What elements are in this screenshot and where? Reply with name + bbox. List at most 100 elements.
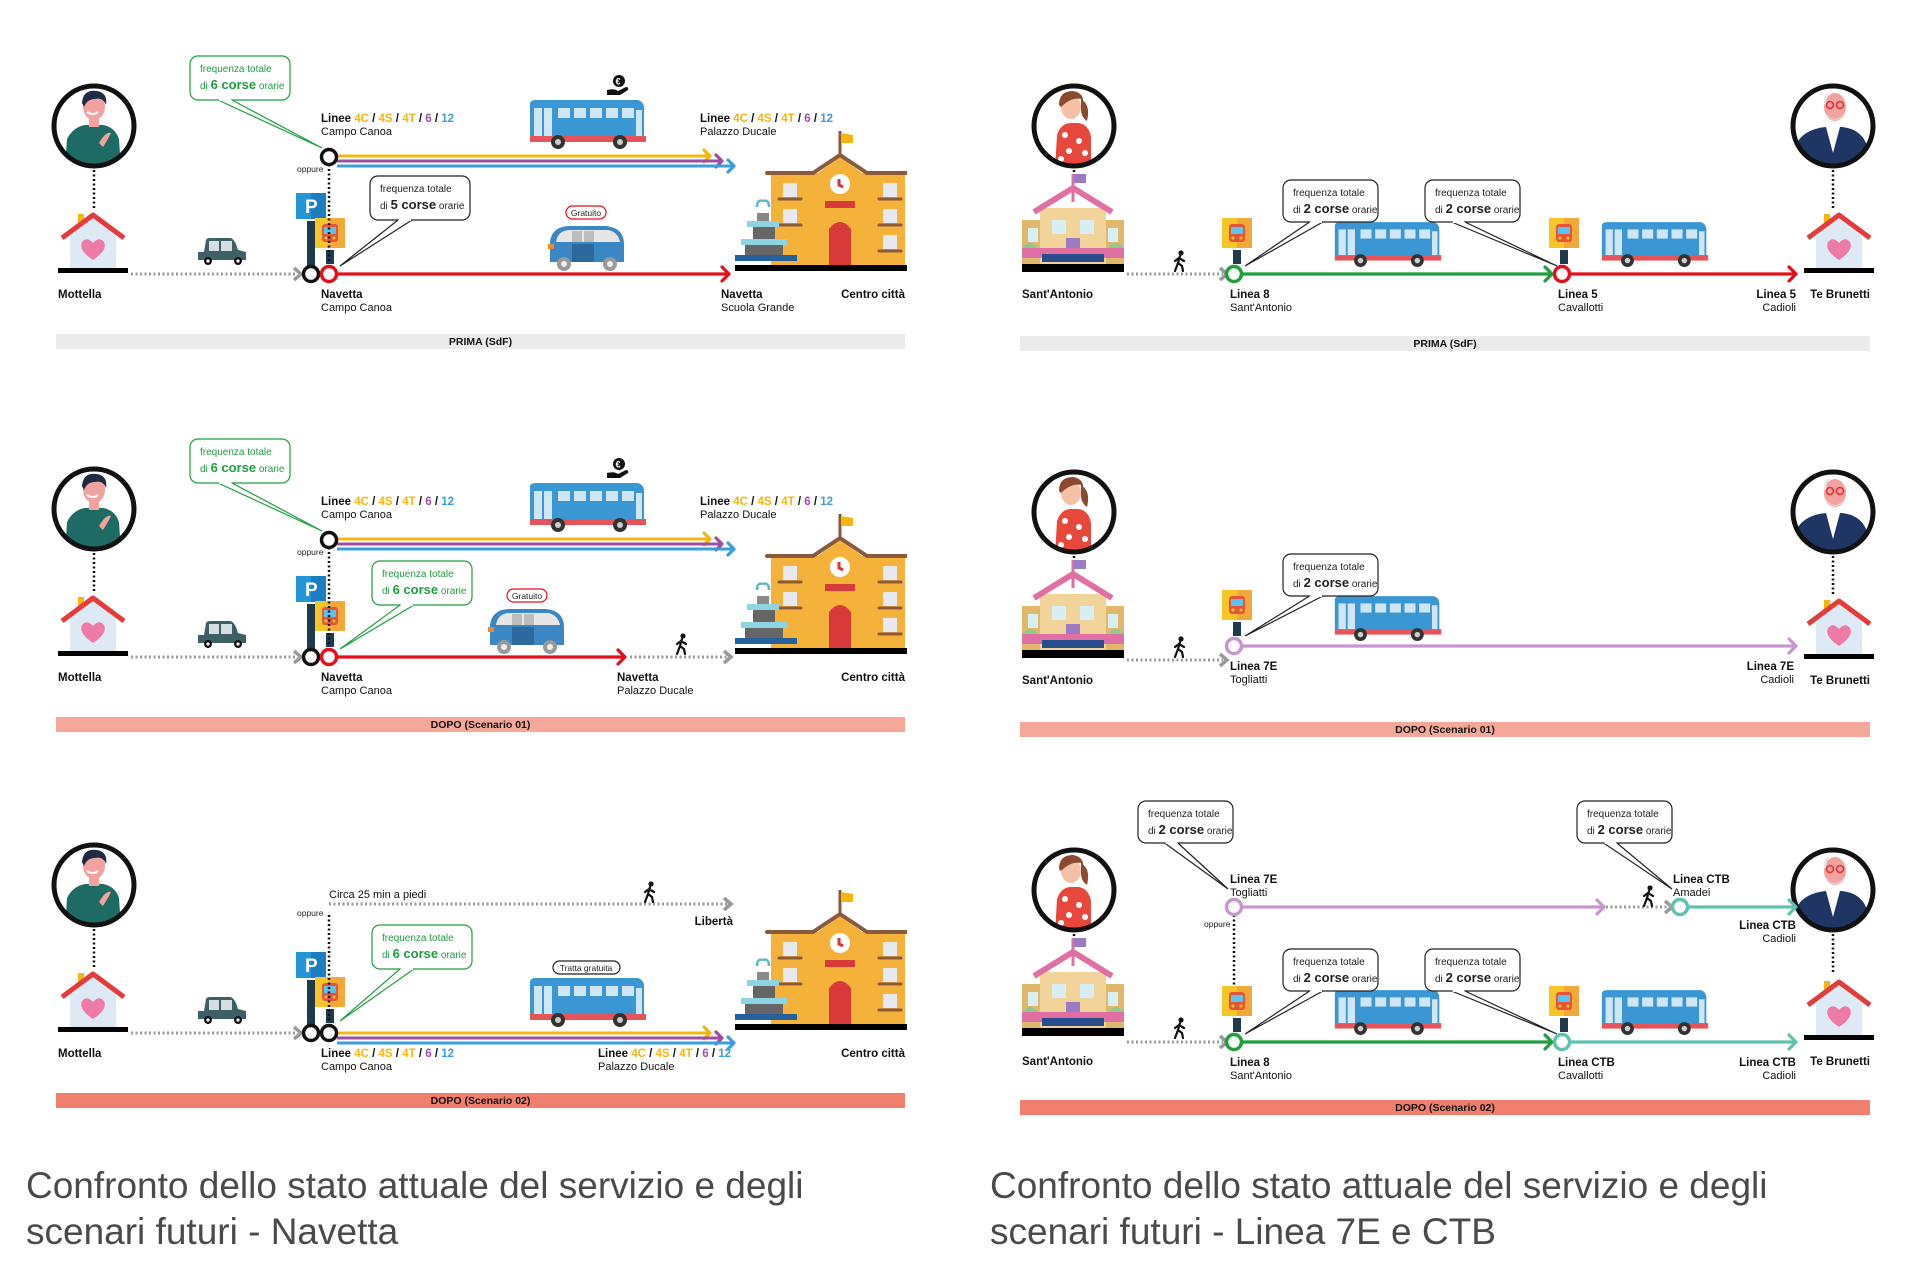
line-separator: / xyxy=(811,496,821,508)
car-path-arrow-head xyxy=(292,649,304,665)
caption-linea-line1: Confronto dello stato attuale del serviz… xyxy=(990,1165,1768,1206)
home-icon xyxy=(1804,981,1874,1041)
scenario-band: DOPO (Scenario 01) xyxy=(56,717,905,732)
frequency-bubble-lower-2-value: 2 corse xyxy=(1446,970,1492,985)
pedestrian-icon-transfer xyxy=(1642,885,1655,907)
frequency-bubble-navetta-line1: frequenza totale xyxy=(382,569,454,580)
frequency-bubble-lower-1-line1: frequenza totale xyxy=(1293,957,1365,968)
pedestrian-icon xyxy=(675,633,688,655)
scenario-band-label: DOPO (Scenario 02) xyxy=(431,1095,531,1107)
frequency-bubble-upper-1-di: di xyxy=(1148,826,1159,837)
frequency-bubble-1-line1: frequenza totale xyxy=(1293,188,1365,199)
car-path-arrow xyxy=(131,1025,304,1041)
frequency-bubble-lines-di: di xyxy=(200,464,211,475)
linea8-start-label-stop: Sant'Antonio xyxy=(1230,1070,1292,1082)
parking-stop-circle xyxy=(301,1023,321,1043)
walk-destination-label: Libertà xyxy=(695,916,734,928)
frequency-bubble-lower-1-suffix: orarie xyxy=(1349,974,1378,985)
home-icon xyxy=(58,214,128,274)
line-code-4c: 4C xyxy=(354,1048,369,1060)
line-code-4c: 4C xyxy=(631,1048,646,1060)
frequency-bubble-2-line2: di 2 corse orarie xyxy=(1435,201,1520,216)
frequency-bubble-1-line2: di 2 corse orarie xyxy=(1293,201,1378,216)
frequency-bubble-lower-2-tail xyxy=(1451,990,1558,1035)
free-badge-border xyxy=(506,588,548,603)
lines-start-label-prefix: Linee xyxy=(321,496,354,508)
line-code-6: 6 xyxy=(702,1048,708,1060)
line-separator: / xyxy=(416,496,426,508)
linea7e-start-stop xyxy=(1224,897,1244,917)
walk-to-stop-arrow xyxy=(1127,652,1230,668)
origin-label: Mottella xyxy=(58,289,102,301)
bus-stop-icon xyxy=(1222,986,1252,1032)
origin-label: Mottella xyxy=(58,672,102,684)
navetta-start-label-stop: Campo Canoa xyxy=(321,685,393,697)
pedestrian-icon xyxy=(1173,250,1186,272)
line-separator: / xyxy=(748,113,758,125)
caption-navetta: Confronto dello stato attuale del serviz… xyxy=(26,1163,926,1255)
navetta-start-label-line: Navetta xyxy=(321,672,363,684)
city-bus-icon xyxy=(530,100,646,149)
frequency-bubble-lines-tail xyxy=(339,968,415,1022)
walk-to-center-arrow-head xyxy=(722,649,734,665)
ctb-upper-end-label-line: Linea CTB xyxy=(1739,920,1796,932)
lines-start-label-stop: Campo Canoa xyxy=(321,509,393,521)
linea7e-route-arrow xyxy=(1242,637,1798,655)
frequency-bubble-1: frequenza totale di 2 corse orarie xyxy=(1244,179,1379,267)
navetta-start-stop xyxy=(319,647,339,667)
line-separator: / xyxy=(369,496,379,508)
line-separator: / xyxy=(709,1048,719,1060)
linea8-start-label-line: Linea 8 xyxy=(1230,289,1270,301)
navetta-route-arrow xyxy=(337,265,731,283)
frequency-bubble-lines-box xyxy=(189,55,291,101)
campo-canoa-lines-stop xyxy=(319,147,339,167)
frequency-bubble-2-value: 2 corse xyxy=(1446,201,1492,216)
city-center-building-icon xyxy=(735,888,907,1030)
frequency-bubble-lower-2-box xyxy=(1424,948,1521,992)
lines-end-label-codes: Linee 4C / 4S / 4T / 6 / 12 xyxy=(700,113,833,125)
bus-lines-arrows-head-2 xyxy=(726,1035,736,1051)
car-icon xyxy=(198,238,246,265)
oppure-label: oppure xyxy=(297,164,324,174)
frequency-bubble-navetta-line2: di 6 corse orarie xyxy=(382,582,467,597)
frequency-bubble-2-tail xyxy=(1451,221,1558,267)
pedestrian-icon xyxy=(643,881,656,903)
bus-stop-icon xyxy=(1222,218,1252,264)
frequency-bubble-2-suffix: orarie xyxy=(1491,205,1520,216)
frequency-bubble-lines-suffix: orarie xyxy=(256,81,285,92)
line-separator: / xyxy=(393,113,403,125)
line-separator: / xyxy=(432,113,442,125)
line-code-4t: 4T xyxy=(402,113,415,125)
walk-transfer-arrow xyxy=(1606,899,1675,915)
destination-label: Te Brunetti xyxy=(1810,1056,1870,1068)
line-code-4t: 4T xyxy=(781,496,794,508)
destination-label: Centro città xyxy=(841,672,906,684)
lines-end-label-stop: Palazzo Ducale xyxy=(700,126,776,138)
frequency-bubble-1-line1: frequenza totale xyxy=(1293,562,1365,573)
lines-start-label-codes: Linee 4C / 4S / 4T / 6 / 12 xyxy=(321,496,454,508)
free-badge-border xyxy=(565,205,607,220)
frequency-bubble-navetta-suffix: orarie xyxy=(438,586,467,597)
scenario-band-bg xyxy=(56,334,905,349)
navetta-start-label-line: Navetta xyxy=(321,289,363,301)
frequency-bubble-lines-value: 6 corse xyxy=(393,946,439,961)
avatar-commuter-woman xyxy=(1034,850,1114,933)
ctb-cavallotti-label-stop: Cavallotti xyxy=(1558,1070,1603,1082)
frequency-bubble-upper-1-line1: frequenza totale xyxy=(1148,809,1220,820)
frequency-bubble-upper-1-box xyxy=(1137,800,1234,844)
frequency-bubble-1-di: di xyxy=(1293,579,1304,590)
line-separator: / xyxy=(795,496,805,508)
line-separator: / xyxy=(393,496,403,508)
